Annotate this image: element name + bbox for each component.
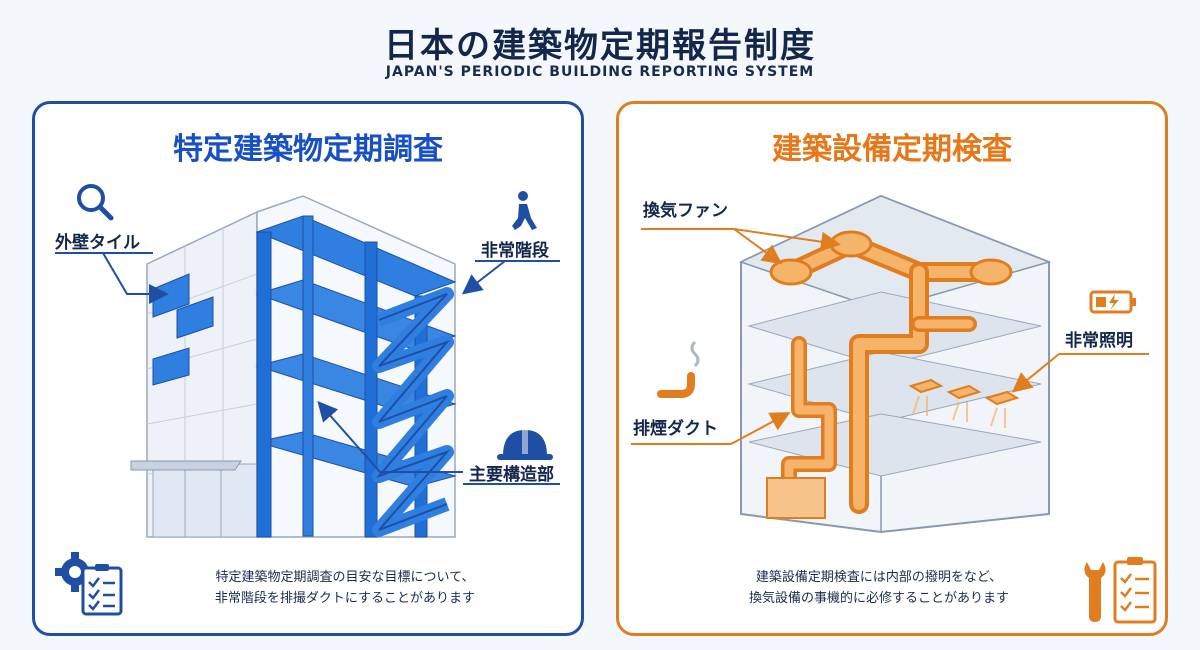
gear-checklist-icon (55, 552, 123, 616)
wrench-checklist-icon (1084, 557, 1157, 624)
exterior-tile-label: 外壁タイル (55, 233, 140, 253)
building-structure-illustration (55, 184, 560, 538)
equipment-inspection-panel: 建築設備定期検査 (616, 101, 1168, 636)
caption-line: 換気設備の事機的に必修することがあります (748, 591, 1009, 606)
emergency-lighting-label: 非常照明 (1065, 331, 1133, 351)
building-equipment-illustration (631, 194, 1149, 534)
caption-line: 特定建築物定期調査の目安な目標について、 (215, 570, 475, 585)
ventilation-fan-label: 換気ファン (643, 201, 728, 221)
walking-person-icon (512, 191, 537, 230)
search-icon (77, 184, 114, 221)
caption-line: 建築設備定期検査には内部の撥明をなど、 (755, 570, 1003, 585)
main-structure-label: 主要構造部 (469, 465, 554, 485)
smoke-duct-label: 排煙ダクト (633, 419, 718, 439)
facade-window (176, 296, 214, 339)
building-facade (130, 210, 258, 538)
emergency-light (908, 378, 1020, 406)
ventilation-duct (781, 234, 1001, 514)
battery-icon (1089, 290, 1136, 314)
emergency-stairs-label: 非常階段 (481, 241, 549, 261)
building-inspection-title: 特定建築物定期調査 (173, 132, 443, 167)
equipment-inspection-title: 建築設備定期検査 (772, 132, 1012, 167)
equipment-unit (766, 477, 826, 519)
building-inspection-panel: 特定建築物定期調査 (32, 101, 584, 636)
facade-window (152, 347, 190, 386)
main-structure-frame (255, 195, 457, 538)
pipe-icon (657, 340, 700, 398)
facade-window (152, 273, 190, 318)
page-subtitle: JAPAN'S PERIODIC BUILDING REPORTING SYST… (385, 64, 815, 80)
page-title: 日本の建築物定期報告制度 (384, 26, 816, 66)
ventilation-fan (769, 230, 1013, 286)
caption-line: 非常階段を排撮ダクトにすることがあります (214, 591, 476, 606)
equipment-inspection-caption: 建築設備定期検査には内部の撥明をなど、 換気設備の事機的に必修することがあります (669, 567, 1089, 609)
building-inspection-caption: 特定建築物定期調査の目安な目標について、 非常階段を排撮ダクトにすることがありま… (135, 567, 555, 609)
hard-hat-icon (497, 430, 553, 460)
